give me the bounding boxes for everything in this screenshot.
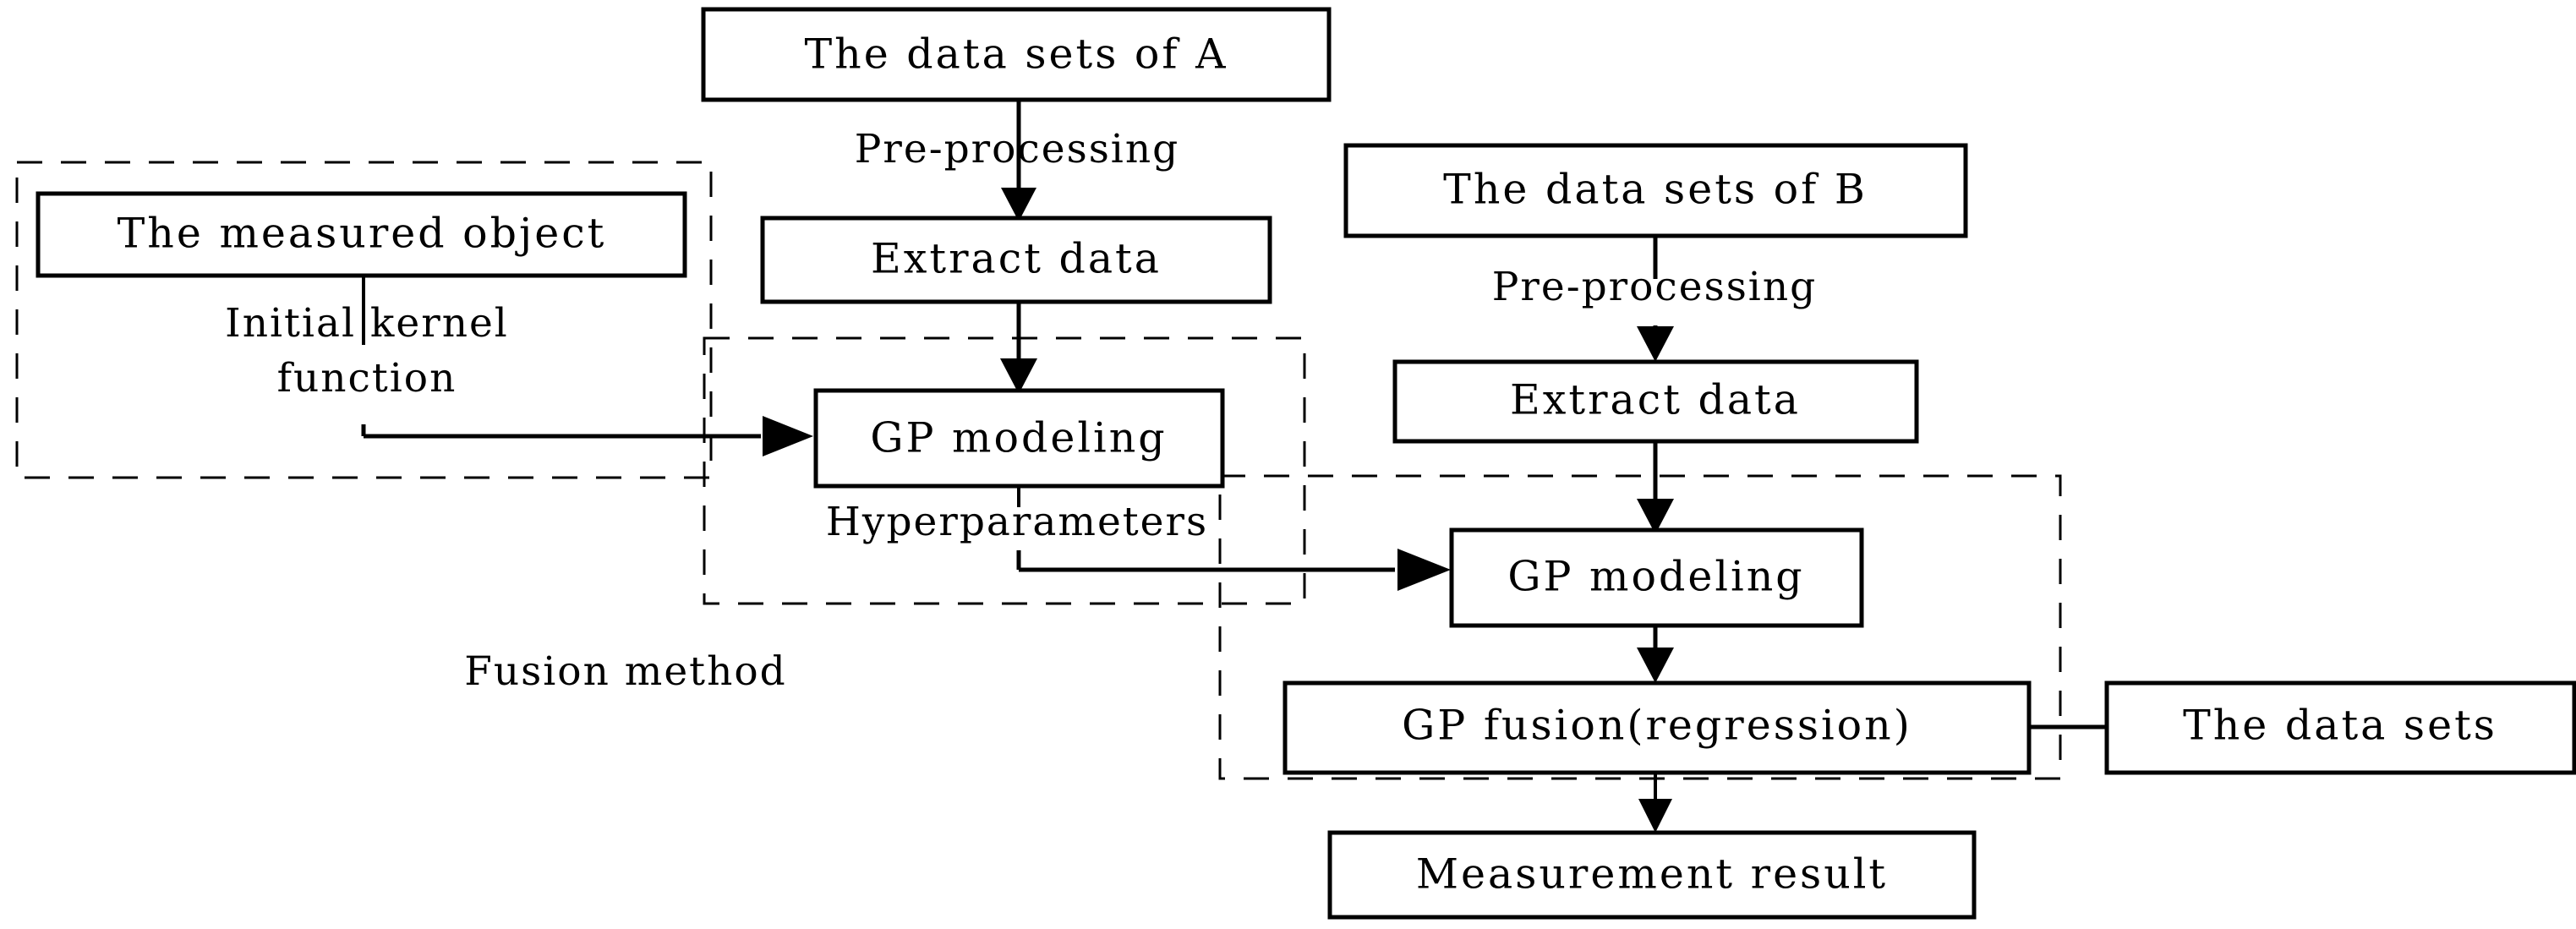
node-gp-modeling-a[interactable]: [813, 388, 1225, 489]
arrowhead-dataseta-to-extract: [1001, 188, 1036, 221]
edge-label-hyperparameters: Hyperparameters: [826, 499, 1208, 545]
edge-label-initial-kernel-line2: function: [277, 355, 457, 402]
arrowhead-extracta-to-gpmodel: [1000, 358, 1037, 394]
node-extract-data-a[interactable]: [760, 216, 1272, 304]
label-gp-fusion-regression: GP fusion(regression): [1402, 702, 1912, 750]
edge-label-pre-processing-a: Pre-processing: [855, 126, 1179, 172]
label-measurement-result: Measurement result: [1416, 850, 1888, 899]
label-the-data-sets-of-b: The data sets of B: [1443, 166, 1868, 214]
label-extract-data-b: Extract data: [1510, 376, 1801, 424]
node-the-measured-object[interactable]: [36, 191, 687, 278]
node-measurement-result[interactable]: [1327, 830, 1977, 920]
group-box-fusion-method: [1218, 474, 2062, 780]
group-label-fusion-method: Fusion method: [464, 648, 786, 695]
label-extract-data-a: Extract data: [871, 235, 1162, 283]
edge-label-pre-processing-b: Pre-processing: [1492, 264, 1817, 310]
arrowhead-kernel-to-gpmodel-a: [763, 416, 813, 456]
node-gp-fusion-regression[interactable]: [1283, 680, 2032, 775]
label-the-data-sets: The data sets: [2183, 702, 2497, 750]
label-the-measured-object: The measured object: [118, 210, 607, 258]
arrowhead-fusion-to-result: [1638, 799, 1672, 833]
label-gp-modeling-a: GP modeling: [870, 414, 1167, 462]
arrowhead-hyperparams-to-gpmodel-b: [1397, 549, 1451, 591]
edge-label-initial-kernel-line1: Initial kernel: [225, 300, 509, 347]
node-the-data-sets-of-b[interactable]: [1343, 143, 1968, 238]
group-box-initial-kernel: [15, 161, 713, 479]
node-the-data-sets[interactable]: [2104, 680, 2576, 775]
arrowhead-datasetb-to-extract: [1637, 326, 1674, 362]
node-gp-modeling-b[interactable]: [1449, 527, 1864, 628]
arrowhead-gpmodelb-to-fusion: [1637, 648, 1674, 683]
group-box-model-a: [703, 336, 1306, 605]
node-extract-data-b[interactable]: [1392, 359, 1919, 444]
label-the-data-sets-of-a: The data sets of A: [804, 30, 1228, 79]
arrowhead-extractb-to-gpmodelb: [1637, 499, 1674, 534]
node-the-data-sets-of-a[interactable]: [701, 7, 1332, 102]
label-gp-modeling-b: GP modeling: [1507, 553, 1804, 601]
